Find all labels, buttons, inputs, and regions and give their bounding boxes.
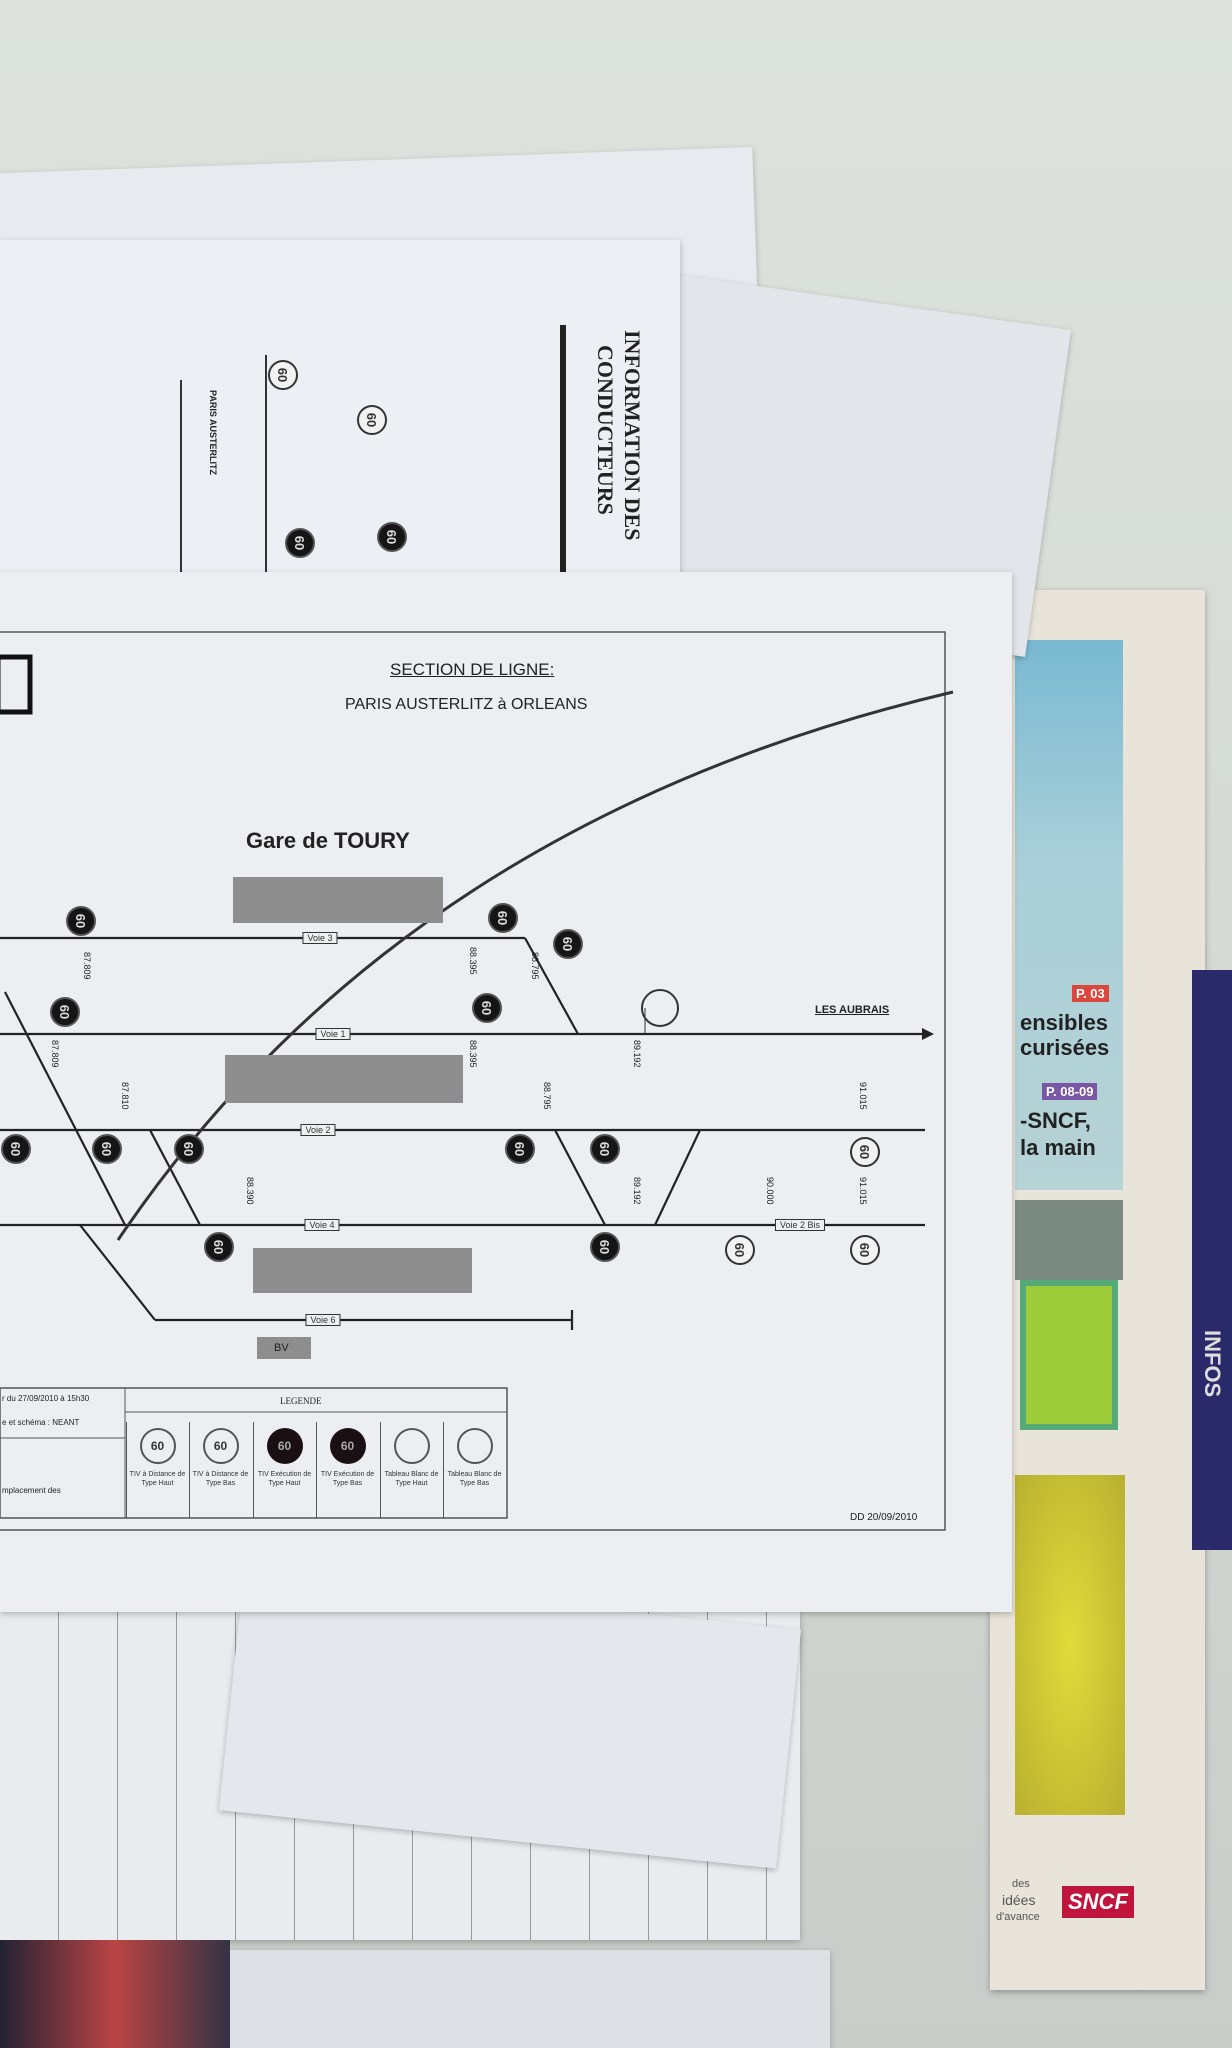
platform-1 [233,877,443,923]
km-marker: 89.192 [632,1040,642,1068]
km-marker: 88.795 [530,952,540,980]
speed-sign-outline-icon: 60 [202,1428,239,1464]
back-paper-direction: PARIS AUSTERLITZ [208,390,218,475]
km-marker: 88.395 [468,1040,478,1068]
platform-2 [225,1055,463,1103]
side-booklet-text: INFOS [1200,1330,1225,1398]
direction-arrow-icon [922,1028,934,1040]
speed-sign-60-filled: 60 [174,1134,204,1164]
speed-sign-60-filled: 60 [50,997,80,1027]
speed-sign-60-outline: 60 [357,405,387,435]
white-board-icon [456,1428,493,1464]
speed-sign-60-outline: 60 [850,1235,880,1265]
speed-sign-60-outline: 60 [725,1235,755,1265]
magazine-photo-flowers [1015,1475,1125,1815]
bottom-paper-lower [230,1950,830,2048]
bottom-colored-item [0,1940,230,2048]
section-subtitle: PARIS AUSTERLITZ à ORLEANS [345,696,588,713]
bv-building [257,1337,311,1359]
magazine-headline-1: ensibles [1020,1010,1109,1035]
back-paper-driver-info: INFORMATION DES CONDUCTEURS PARIS AUSTER… [0,240,680,595]
legend-item: Tableau Blanc de Type Haut [380,1422,442,1518]
speed-sign-filled-icon: 60 [266,1428,303,1464]
km-marker: 87.809 [82,952,92,980]
white-board-icon [393,1428,430,1464]
speed-sign-60-filled: 60 [66,906,96,936]
section-title: SECTION DE LIGNE: [390,660,555,679]
magazine-headline-4: la main [1020,1135,1096,1160]
magazine-photo-train-door [1020,1280,1118,1430]
speed-sign-60-filled: 60 [488,903,518,933]
corner-box [0,654,33,715]
magazine-slogan-3: d'avance [996,1911,1040,1923]
speed-sign-outline-icon: 60 [139,1428,176,1464]
track-diagram [0,631,954,1531]
track-label-voie-4: Voie 4 [304,1219,340,1231]
magazine-headline-2: curisées [1020,1035,1110,1060]
back-paper-title-1: INFORMATION DES [620,330,645,541]
km-marker: 88.395 [468,947,478,975]
km-marker: 87.810 [120,1082,130,1110]
legend: r du 27/09/2010 à 15h30 e et schéma : NE… [0,1388,507,1518]
km-marker: 87.809 [50,1040,60,1068]
legend-note-1: r du 27/09/2010 à 15h30 [2,1394,90,1403]
km-marker: 88.390 [245,1177,255,1205]
track-label-voie-3: Voie 3 [302,932,338,944]
legend-item: Tableau Blanc de Type Bas [443,1422,505,1518]
speed-sign-60-filled: 60 [285,528,315,558]
km-marker: 89.192 [632,1177,642,1205]
speed-sign-60-outline: 60 [850,1137,880,1167]
legend-note-3: mplacement des [2,1486,61,1495]
track-label-voie-6: Voie 6 [305,1314,341,1326]
legend-note-2: e et schéma : NEANT [2,1418,80,1427]
magazine: P. 03 ensibles curisées P. 08-09 -SNCF, … [990,590,1205,1990]
platform-3 [253,1248,472,1293]
km-marker: 91.015 [858,1177,868,1205]
magazine-photo-train [1015,1200,1123,1280]
speed-sign-60-filled: 60 [92,1134,122,1164]
speed-sign-60-filled: 60 [1,1134,31,1164]
curve-line [116,690,954,1241]
km-marker: 90.000 [765,1177,775,1205]
bv-label: BV [274,1342,289,1354]
magazine-headline-3: -SNCF, [1020,1108,1091,1133]
magazine-slogan-1: des [1012,1878,1030,1890]
speed-sign-60-filled: 60 [377,522,407,552]
track-label-voie-1: Voie 1 [315,1028,351,1040]
legend-frame [0,1387,508,1519]
direction-label: LES AUBRAIS [815,1004,890,1016]
side-booklet [1192,970,1232,1550]
km-marker: 88.795 [542,1082,552,1110]
station-name: Gare de TOURY [246,828,410,853]
magazine-slogan-2: idées [1002,1892,1036,1908]
speed-sign-60-filled: 60 [204,1232,234,1262]
diagram-frame [0,631,946,1531]
speed-sign-60-filled: 60 [590,1134,620,1164]
speed-sign-60-filled: 60 [505,1134,535,1164]
speed-sign-60-filled: 60 [553,929,583,959]
km-marker: 91.015 [858,1082,868,1110]
magazine-badge-p0809: P. 08-09 [1042,1083,1098,1100]
tracks [0,936,925,1330]
speed-sign-60-filled: 60 [472,993,502,1023]
track-label-voie-2: Voie 2 [300,1124,336,1136]
footer-date: DD 20/09/2010 [850,1512,918,1523]
legend-title: LEGENDE [280,1396,322,1406]
magazine-badge-p03: P. 03 [1072,985,1109,1002]
sncf-logo: SNCF [1062,1886,1134,1918]
line-section-diagram: SECTION DE LIGNE: PARIS AUSTERLITZ à ORL… [0,572,1012,1612]
white-board-sign [641,989,679,1027]
back-paper-title-2: CONDUCTEURS [593,345,618,515]
track-label-voie-2bis: Voie 2 Bis [774,1219,826,1231]
speed-sign-filled-icon: 60 [329,1428,366,1464]
speed-sign-60-outline: 60 [268,360,298,390]
speed-sign-60-filled: 60 [590,1232,620,1262]
